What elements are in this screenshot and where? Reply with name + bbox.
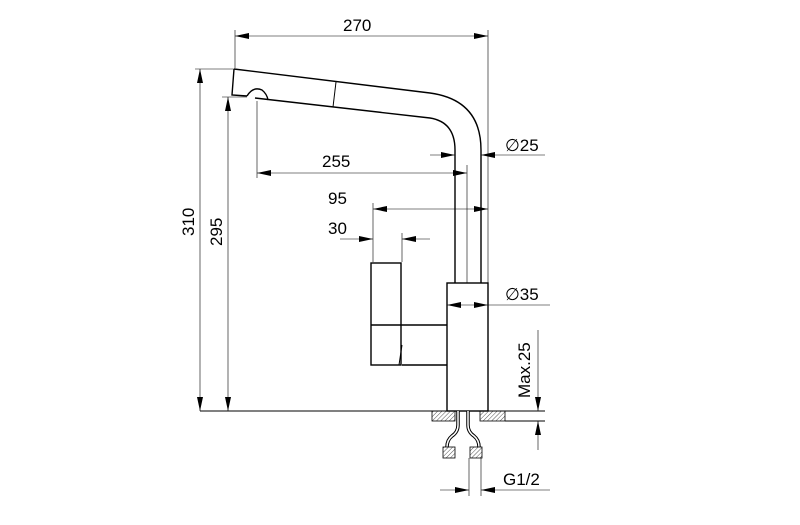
- extension-lines: [195, 30, 489, 496]
- dim-295-label: 295: [207, 218, 226, 246]
- dim-max-25: Max.25: [515, 330, 541, 450]
- dim-255: 255: [257, 152, 467, 176]
- dim-310-label: 310: [179, 208, 198, 236]
- dim-g12: G1/2: [440, 470, 550, 493]
- dim-255-label: 255: [322, 152, 350, 171]
- dim-30-label: 30: [328, 219, 347, 238]
- dim-295: 295: [207, 97, 231, 411]
- dim-270: 270: [235, 16, 488, 39]
- counter-plate: [200, 410, 545, 422]
- dim-diameter-35: ∅35: [447, 285, 550, 308]
- faucet-body: [446, 282, 489, 412]
- dim-310: 310: [179, 69, 203, 411]
- dim-max-25-label: Max.25: [515, 342, 534, 398]
- dim-95: 95: [328, 189, 488, 212]
- dim-95-label: 95: [328, 189, 347, 208]
- supply-hoses: [442, 411, 483, 459]
- dim-270-label: 270: [343, 16, 371, 35]
- dim-diameter-25: ∅25: [430, 136, 545, 158]
- dim-diameter-25-label: ∅25: [505, 136, 539, 155]
- dim-diameter-35-label: ∅35: [505, 285, 539, 304]
- dim-30: 30: [328, 219, 430, 242]
- dim-g12-label: G1/2: [503, 470, 540, 489]
- faucet-spout: [231, 68, 482, 283]
- faucet-handle: [370, 262, 447, 366]
